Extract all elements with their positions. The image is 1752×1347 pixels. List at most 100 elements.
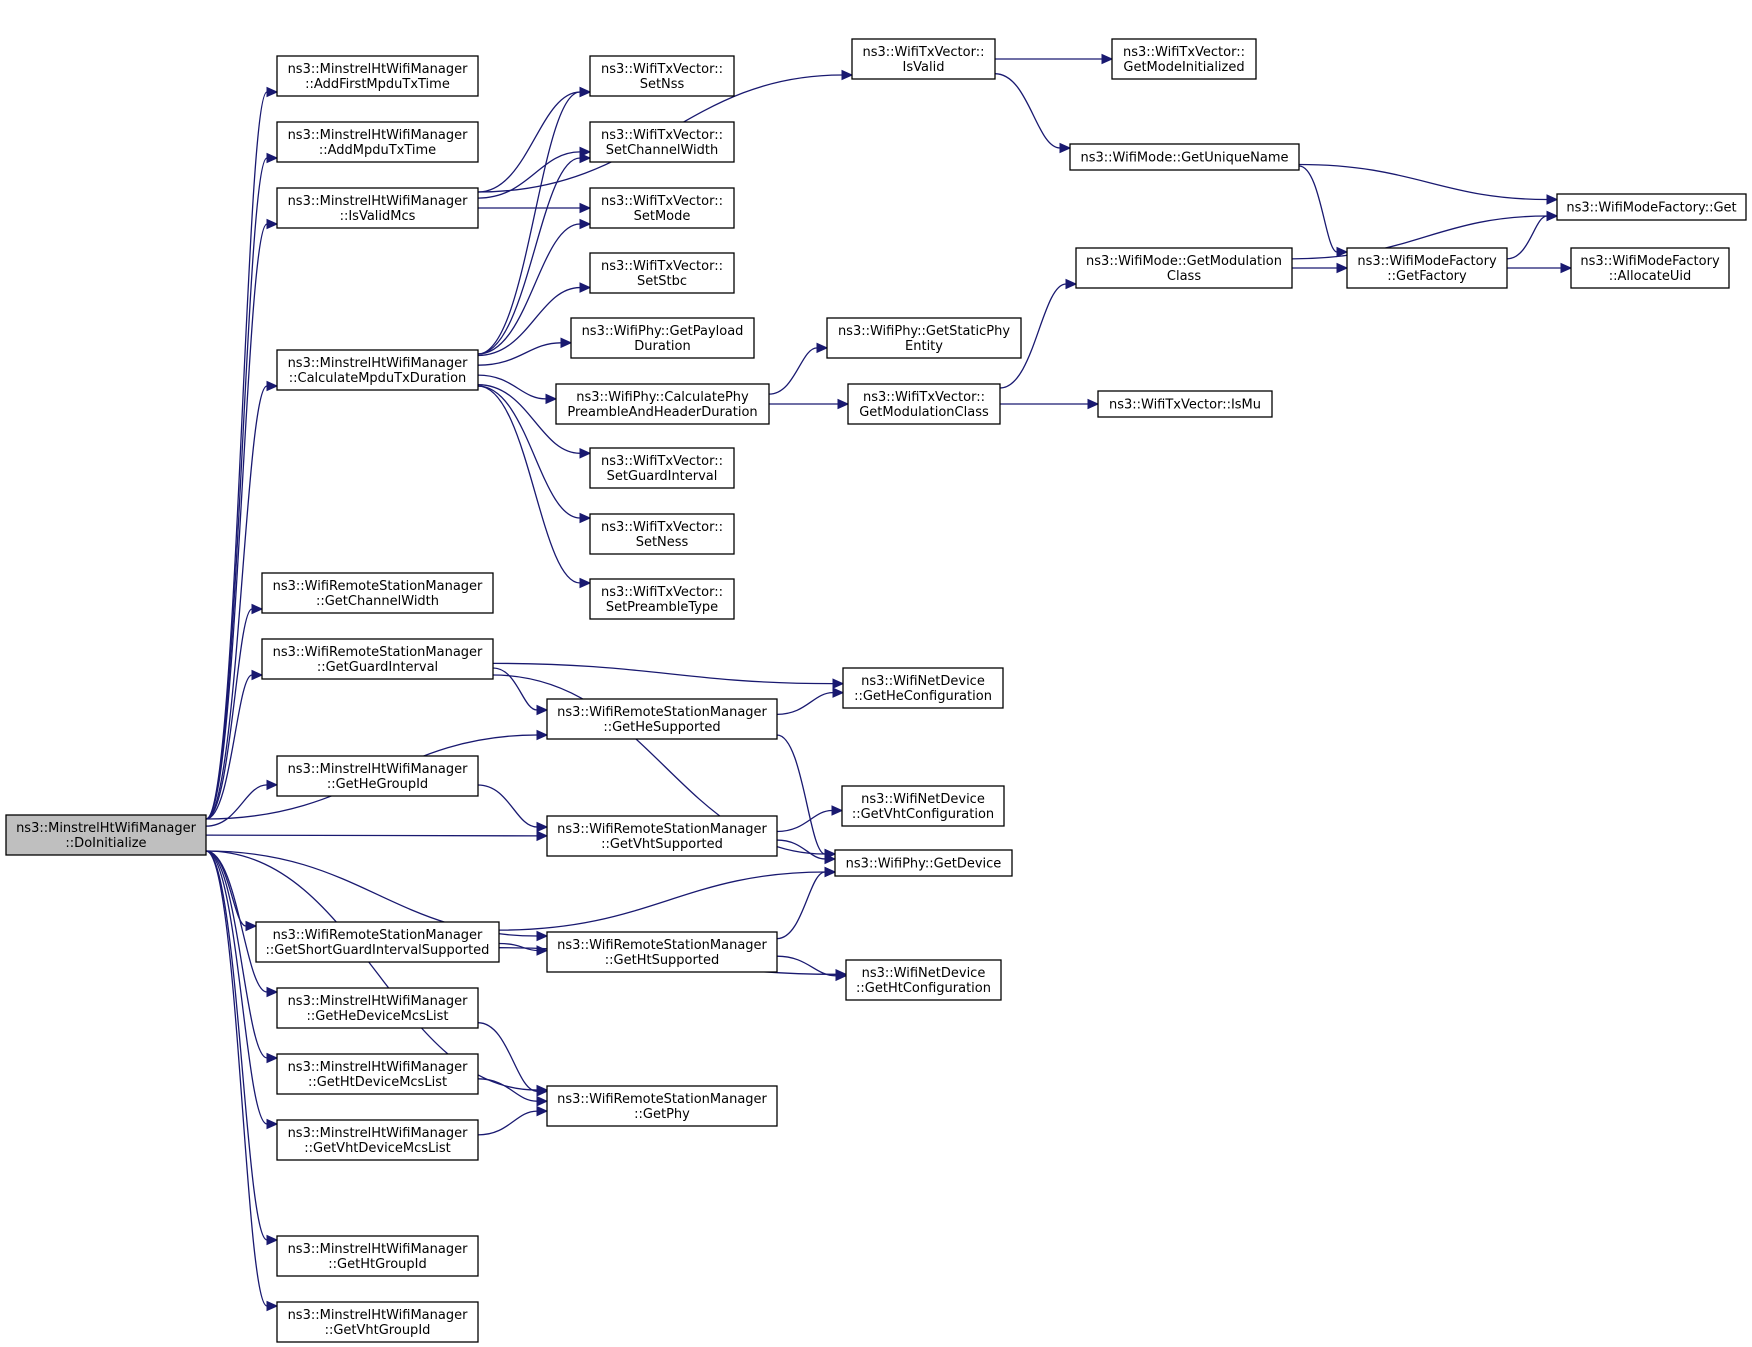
node-ismu[interactable]: ns3::WifiTxVector::IsMu bbox=[1097, 390, 1273, 418]
node-allocuid[interactable]: ns3::WifiModeFactory::AllocateUid bbox=[1570, 247, 1730, 289]
node-label-line: ns3::WifiNetDevice bbox=[861, 674, 985, 689]
node-setpre[interactable]: ns3::WifiTxVector::SetPreambleType bbox=[589, 578, 735, 620]
node-getgi[interactable]: ns3::WifiRemoteStationManager::GetGuardI… bbox=[261, 638, 494, 680]
node-box bbox=[276, 187, 479, 229]
node-label-line: SetStbc bbox=[637, 274, 687, 289]
node-hecfg[interactable]: ns3::WifiNetDevice::GetHeConfiguration bbox=[842, 667, 1004, 709]
node-label-line: ns3::WifiRemoteStationManager bbox=[273, 645, 483, 660]
node-hedevmcs[interactable]: ns3::MinstrelHtWifiManager::GetHeDeviceM… bbox=[276, 987, 479, 1029]
node-label-line: ::IsValidMcs bbox=[340, 209, 416, 224]
edge-doinit-to-hedevmcs bbox=[205, 850, 279, 998]
edge-doinit-to-vhtsupp bbox=[205, 830, 549, 842]
arrowhead bbox=[536, 729, 549, 741]
node-box bbox=[276, 1301, 479, 1343]
node-setchw[interactable]: ns3::WifiTxVector::SetChannelWidth bbox=[589, 121, 735, 163]
node-addmpdu[interactable]: ns3::MinstrelHtWifiManager::AddMpduTxTim… bbox=[276, 121, 479, 163]
arrowhead bbox=[266, 1234, 279, 1246]
arrowhead bbox=[579, 152, 592, 164]
arrowhead bbox=[831, 805, 844, 816]
edge-getheg-to-vhtsupp bbox=[477, 784, 549, 833]
node-vhtdevmcs[interactable]: ns3::MinstrelHtWifiManager::GetVhtDevice… bbox=[276, 1119, 479, 1161]
node-getfactory[interactable]: ns3::WifiModeFactory::GetFactory bbox=[1346, 247, 1508, 289]
node-box bbox=[555, 383, 770, 425]
node-label-line: ns3::MinstrelHtWifiManager bbox=[288, 762, 469, 777]
node-label-line: ::GetVhtDeviceMcsList bbox=[304, 1141, 450, 1156]
edge-doinit-to-getheg bbox=[205, 779, 279, 827]
arrowhead bbox=[579, 448, 592, 459]
edge-txmodcls-to-ismu bbox=[999, 398, 1100, 410]
node-label-line: SetMode bbox=[634, 209, 691, 224]
node-setstbc[interactable]: ns3::WifiTxVector::SetStbc bbox=[589, 252, 735, 294]
node-factget[interactable]: ns3::WifiModeFactory::Get bbox=[1556, 193, 1747, 221]
node-addfirst[interactable]: ns3::MinstrelHtWifiManager::AddFirstMpdu… bbox=[276, 55, 479, 97]
node-box bbox=[589, 578, 735, 620]
node-setnss[interactable]: ns3::WifiTxVector::SetNss bbox=[589, 55, 735, 97]
node-label-line: ns3::WifiTxVector:: bbox=[601, 259, 723, 274]
edge-getfactory-to-allocuid bbox=[1507, 262, 1573, 274]
arrowhead bbox=[832, 678, 845, 689]
node-box bbox=[546, 698, 778, 740]
arrowhead bbox=[266, 1118, 279, 1130]
arrowhead bbox=[536, 1105, 549, 1117]
node-doinit[interactable]: ns3::MinstrelHtWifiManager::DoInitialize bbox=[5, 814, 207, 856]
node-modemodcls[interactable]: ns3::WifiMode::GetModulationClass bbox=[1075, 247, 1293, 289]
node-label-line: ns3::WifiRemoteStationManager bbox=[557, 938, 767, 953]
node-getsgi[interactable]: ns3::WifiRemoteStationManager::GetShortG… bbox=[255, 921, 500, 963]
node-hesupp[interactable]: ns3::WifiRemoteStationManager::GetHeSupp… bbox=[546, 698, 778, 740]
node-label-line: ns3::MinstrelHtWifiManager bbox=[288, 62, 469, 77]
edge-htdevmcs-to-getphy bbox=[477, 1078, 549, 1107]
node-htcfg[interactable]: ns3::WifiNetDevice::GetHtConfiguration bbox=[845, 959, 1002, 1001]
node-box bbox=[1346, 247, 1508, 289]
node-box bbox=[255, 921, 500, 963]
node-label-line: ::GetHeConfiguration bbox=[854, 689, 992, 704]
node-box bbox=[5, 814, 207, 856]
node-isvalidmcs[interactable]: ns3::MinstrelHtWifiManager::IsValidMcs bbox=[276, 187, 479, 229]
node-setgi[interactable]: ns3::WifiTxVector::SetGuardInterval bbox=[589, 447, 735, 489]
node-getchwidth[interactable]: ns3::WifiRemoteStationManager::GetChanne… bbox=[261, 572, 494, 614]
edge-htsupp-to-htcfg bbox=[776, 955, 848, 982]
node-box bbox=[261, 638, 494, 680]
node-box bbox=[261, 572, 494, 614]
node-vhtcfg[interactable]: ns3::WifiNetDevice::GetVhtConfiguration bbox=[841, 785, 1005, 827]
edge-vhtdevmcs-to-getphy bbox=[477, 1105, 549, 1136]
node-preamble[interactable]: ns3::WifiPhy::CalculatePhyPreambleAndHea… bbox=[555, 383, 770, 425]
node-vhtsupp[interactable]: ns3::WifiRemoteStationManager::GetVhtSup… bbox=[546, 815, 778, 857]
node-box bbox=[276, 987, 479, 1029]
node-label-line: ns3::WifiRemoteStationManager bbox=[273, 579, 483, 594]
arrowhead bbox=[579, 202, 592, 214]
node-htsupp[interactable]: ns3::WifiRemoteStationManager::GetHtSupp… bbox=[546, 931, 778, 973]
arrowhead bbox=[536, 930, 549, 942]
node-vhtgid[interactable]: ns3::MinstrelHtWifiManager::GetVhtGroupI… bbox=[276, 1301, 479, 1343]
node-modeinit[interactable]: ns3::WifiTxVector::GetModeInitialized bbox=[1111, 38, 1257, 80]
node-label-line: ns3::MinstrelHtWifiManager bbox=[288, 1308, 469, 1323]
node-setmode[interactable]: ns3::WifiTxVector::SetMode bbox=[589, 187, 735, 229]
node-setness[interactable]: ns3::WifiTxVector::SetNess bbox=[589, 513, 735, 555]
node-htgid[interactable]: ns3::MinstrelHtWifiManager::GetHtGroupId bbox=[276, 1235, 479, 1277]
node-label-line: ns3::WifiModeFactory::Get bbox=[1566, 201, 1736, 216]
node-label-line: SetGuardInterval bbox=[607, 469, 718, 484]
arrowhead bbox=[266, 1052, 279, 1064]
edge-calcmpdu-to-setchw bbox=[477, 152, 592, 355]
node-box bbox=[276, 1235, 479, 1277]
node-getphy[interactable]: ns3::WifiRemoteStationManager::GetPhy bbox=[546, 1085, 778, 1127]
edge-doinit-to-htdevmcs bbox=[205, 850, 279, 1064]
arrowhead bbox=[1546, 194, 1559, 205]
node-getdevice[interactable]: ns3::WifiPhy::GetDevice bbox=[834, 849, 1013, 877]
arrowhead bbox=[266, 86, 279, 98]
node-getheg[interactable]: ns3::MinstrelHtWifiManager::GetHeGroupId bbox=[276, 755, 479, 797]
edge-hesupp-to-getdevice bbox=[776, 734, 837, 860]
node-label-line: SetPreambleType bbox=[606, 600, 718, 615]
node-label-line: ns3::MinstrelHtWifiManager bbox=[288, 128, 469, 143]
node-calcmpdu[interactable]: ns3::MinstrelHtWifiManager::CalculateMpd… bbox=[276, 349, 479, 391]
edge-getgi-to-hecfg bbox=[492, 662, 845, 689]
node-txmodcls[interactable]: ns3::WifiTxVector::GetModulationClass bbox=[847, 383, 1001, 425]
arrowhead bbox=[579, 282, 592, 293]
node-htdevmcs[interactable]: ns3::MinstrelHtWifiManager::GetHtDeviceM… bbox=[276, 1053, 479, 1095]
edge-calcmpdu-to-setnss bbox=[477, 86, 592, 355]
node-isvalid[interactable]: ns3::WifiTxVector::IsValid bbox=[851, 38, 996, 80]
node-label-line: ::GetFactory bbox=[1387, 269, 1467, 284]
edge-calcmpdu-to-preamble bbox=[477, 374, 558, 405]
node-uniquename[interactable]: ns3::WifiMode::GetUniqueName bbox=[1069, 143, 1300, 171]
